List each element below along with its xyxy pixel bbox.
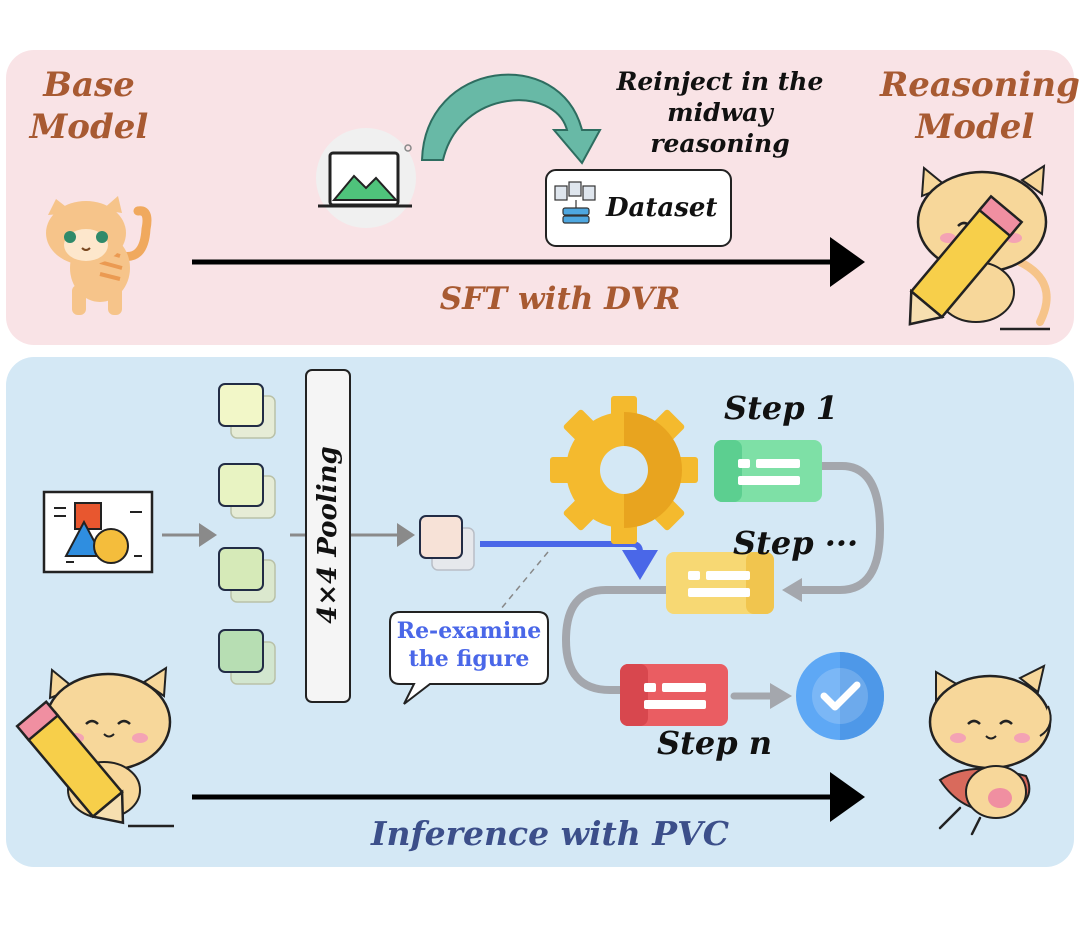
gear-icon	[550, 396, 698, 544]
dataset-label: Dataset	[606, 193, 718, 223]
inference-caption: Inference with PVC	[371, 814, 729, 853]
pooled-token	[419, 515, 475, 571]
speech-bubble-text: Re-examine the figure	[396, 618, 542, 672]
reasoning-model-label: Reasoning Model	[880, 65, 1080, 147]
step1-card	[714, 440, 822, 502]
cat-pencil-icon	[15, 666, 174, 828]
reinject-note: Reinject in the midway reasoning	[616, 67, 824, 158]
check-icon	[796, 652, 884, 740]
step-1-label: Step 1	[724, 389, 839, 427]
sft-caption: SFT with DVR	[439, 281, 681, 317]
dataset-box	[545, 169, 732, 247]
reinject-arrow	[480, 541, 658, 580]
image-icon	[316, 128, 416, 228]
pooling-label: 4×4 Pooling	[313, 446, 343, 624]
step-n-label: Step n	[657, 724, 773, 762]
figure-icon	[42, 490, 154, 574]
step-mid-label: Step ···	[733, 524, 859, 562]
cat-pencil-icon	[908, 164, 1051, 331]
base-model-label: Base Model	[29, 65, 149, 147]
pooling-box	[305, 369, 351, 703]
speech-bubble	[389, 611, 549, 705]
cat-base-icon	[46, 196, 152, 315]
step-mid-card	[666, 552, 774, 614]
curved-arrow-icon	[420, 73, 602, 165]
step-flow-path	[561, 462, 885, 694]
step-n-card	[620, 664, 728, 726]
dataset-icon	[554, 181, 596, 224]
cat-hero-icon	[928, 664, 1052, 836]
token-stack	[218, 383, 276, 685]
